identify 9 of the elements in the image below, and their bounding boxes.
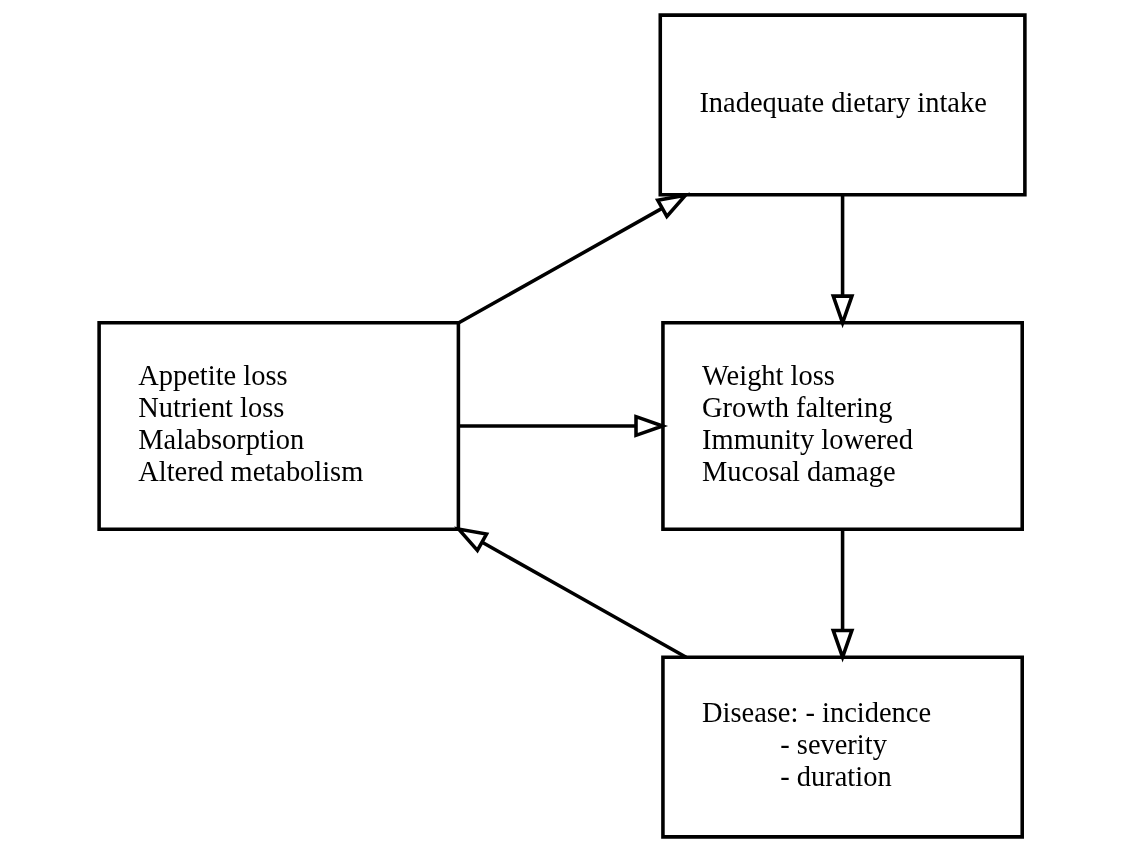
arrow: [830, 530, 854, 663]
arrow: [458, 414, 668, 438]
node-box: Appetite loss Nutrient loss Malabsorption Altered metabolism: [96, 321, 460, 531]
arrow: [830, 195, 854, 329]
arrow: [457, 192, 690, 325]
node-box: Disease: - incidence - severity - duration: [660, 655, 1024, 839]
arrow: [453, 526, 687, 659]
node-box: Weight loss Growth faltering Immunity lowered Mucosal damage: [660, 321, 1024, 531]
node-box: Inadequate dietary intake: [658, 13, 1027, 197]
